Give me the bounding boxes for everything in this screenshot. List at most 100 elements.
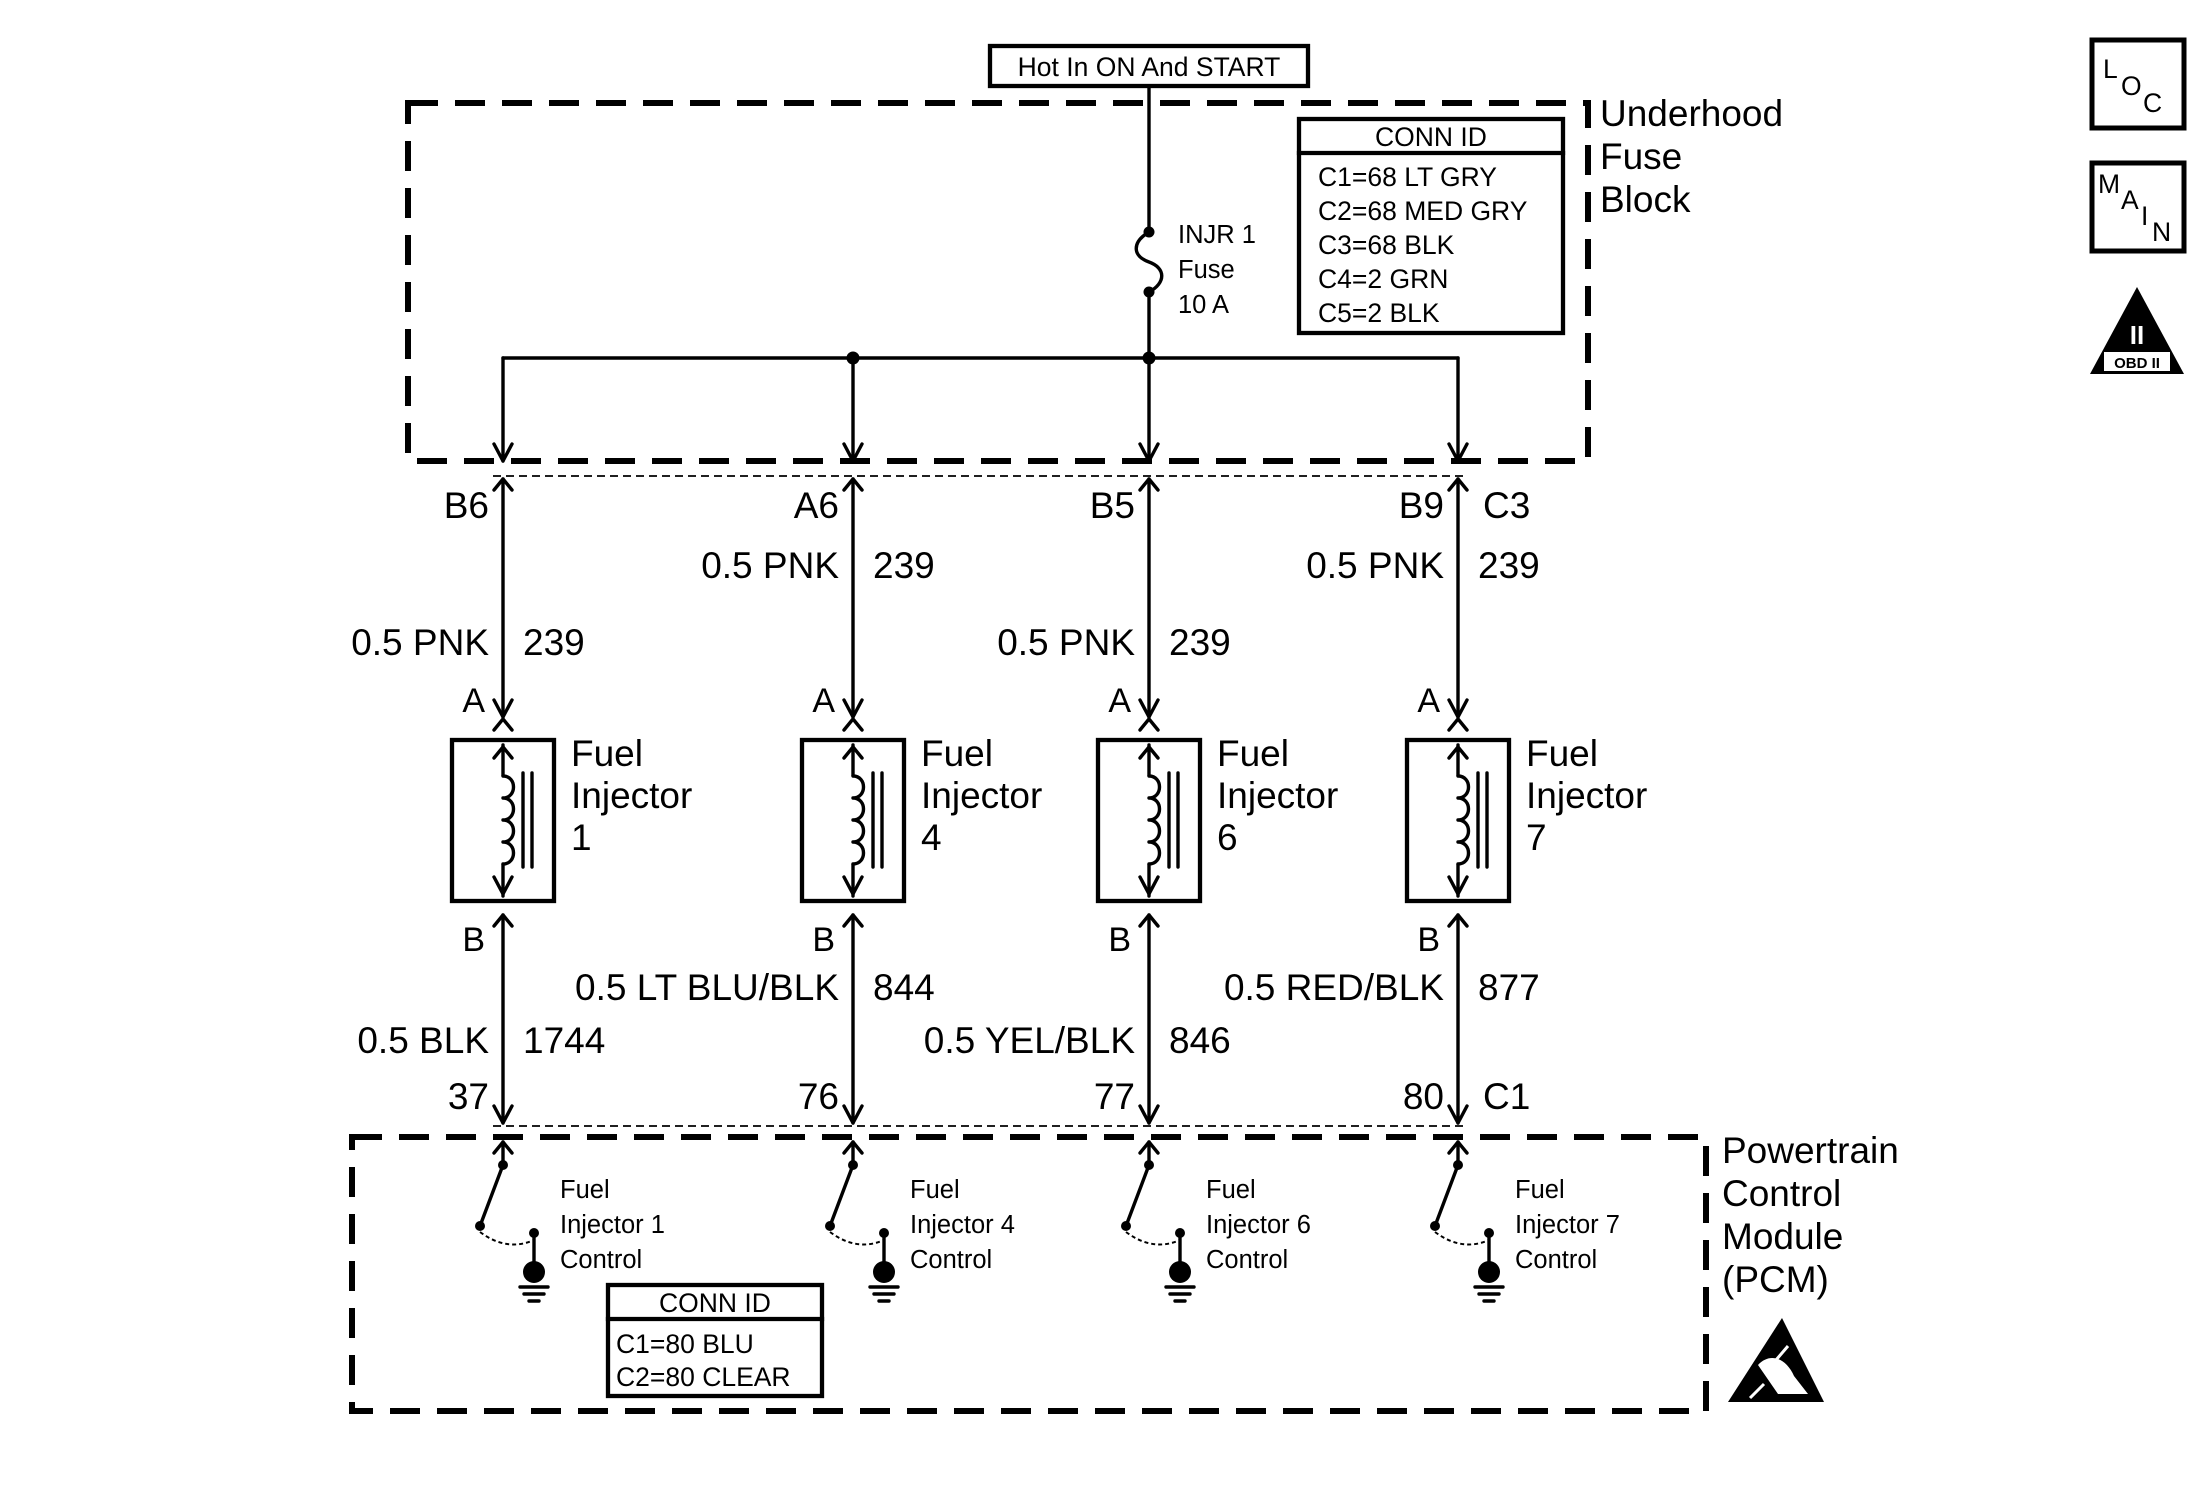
fuse-block-pin-arrow [1447,442,1469,463]
fuse-block-pin-label: B9 [1399,485,1444,526]
main-letter-n: N [2152,217,2171,247]
injector-b-chevron [842,913,864,928]
driver-switch-pivot [498,1160,508,1170]
pcm-pin-chevron [842,1140,864,1155]
pcm-conn-id-line: C2=80 CLEAR [616,1362,791,1392]
circuit-number-label: 844 [873,967,935,1008]
pcm-conn-id-line: C1=80 BLU [616,1329,754,1359]
pcm-pin-arrow [1447,1104,1469,1125]
pcm-pin-arrow [1138,1104,1160,1125]
fuse-block-pin-label: B6 [444,485,489,526]
fuse-block-name-line-3: Block [1600,179,1691,220]
driver-control-label-line: Injector 6 [1206,1211,1311,1239]
pcm-pin-label: 80 [1403,1076,1444,1117]
fuse-block-pin-label: B5 [1090,485,1135,526]
circuit-number-label: 239 [1169,622,1231,663]
injector-b-chevron [1447,913,1469,928]
driver-control-label-line: Fuel [1515,1176,1565,1204]
injector-coil [501,774,516,866]
driver-switch-contact [475,1221,485,1231]
injector-coil [1456,774,1471,866]
driver-switch-link [1434,1231,1490,1246]
fuse-block-name-line-1: Underhood [1600,93,1783,134]
underhood-fuse-block-boundary [405,100,1591,464]
obd-numeral: II [2130,320,2144,350]
fuse-block-pin-arrow [1138,442,1160,463]
pcm-pin-chevron [492,1140,514,1155]
loc-icon[interactable]: L O C [2089,37,2187,131]
injector-name-line: 4 [921,817,942,858]
driver-switch-blade [1124,1163,1151,1228]
fuse-block-pin-label: A6 [794,485,839,526]
main-icon[interactable]: M A I N [2089,160,2187,254]
injector-internal-chevron [1447,745,1469,760]
fuse-block-conn-id-line: C2=68 MED GRY [1318,196,1528,226]
driver-switch-link [829,1231,885,1246]
pcm-name-line-1: Powertrain [1722,1130,1899,1171]
injector-name-line: 6 [1217,817,1238,858]
ground-node [1169,1261,1191,1283]
injector-name-line: Fuel [1526,733,1598,774]
esd-warning-icon [1728,1318,1824,1402]
injector-terminal-b-label: B [812,921,835,959]
driver-control-label-line: Injector 7 [1515,1211,1620,1239]
injector-coil [1147,774,1162,866]
driver-control-label-line: Fuel [1206,1176,1256,1204]
injector-terminal-a-label: A [462,682,485,720]
injector-internal-chevron [1138,745,1160,760]
fuse-label-line-2: Fuse [1178,256,1235,284]
fuse-output-bus [501,351,1460,365]
injector-a-arrow [842,698,864,719]
driver-switch-pivot [1144,1160,1154,1170]
injector-a-arrow [492,698,514,719]
fuse-block-conn-id: CONN ID C1=68 LT GRY C2=68 MED GRY C3=68… [1296,116,1566,336]
fuse-block-pin-chevron [1447,477,1469,492]
driver-control-label-line: Control [1515,1246,1597,1274]
pcm-pin-arrow [842,1104,864,1125]
main-letter-m: M [2098,169,2120,199]
fuse-block-conn-id-title: CONN ID [1375,122,1487,152]
injector-internal-chevron [492,745,514,760]
pcm-conn-id: CONN ID C1=80 BLU C2=80 CLEAR [605,1282,825,1399]
loc-letter-c: C [2143,88,2162,118]
pcm-pin-chevron [1447,1140,1469,1155]
wire-color-label: 0.5 PNK [701,545,839,586]
injector-b-chevron [1138,913,1160,928]
driver-switch-contact [825,1221,835,1231]
wire-color-label: 0.5 PNK [1306,545,1444,586]
obd-ii-icon[interactable]: II OBD II [2090,287,2184,374]
fuse-block-pin-chevron [1138,477,1160,492]
main-letter-a: A [2121,185,2139,215]
pcm-name-line-4: (PCM) [1722,1259,1829,1300]
circuit-number-label: 877 [1478,967,1540,1008]
wire-color-label: 0.5 PNK [997,622,1135,663]
fuse-block-pin-arrow [842,442,864,463]
driver-switch-blade [828,1163,855,1228]
injector-name-line: 1 [571,817,592,858]
fuse-block-connector-c3: C3 [1483,485,1530,526]
driver-switch-contact [1430,1221,1440,1231]
injector-name-line: Injector [921,775,1042,816]
pcm-pin-chevron [1138,1140,1160,1155]
driver-switch-pivot [848,1160,858,1170]
fuse-block-name-line-2: Fuse [1600,136,1682,177]
driver-control-label-line: Control [1206,1246,1288,1274]
driver-switch-pivot [1453,1160,1463,1170]
circuit-number-label: 239 [523,622,585,663]
fuse-label-line-3: 10 A [1178,291,1229,319]
circuit-number-label: 239 [1478,545,1540,586]
injector-coil [851,774,866,866]
pcm-name-line-3: Module [1722,1216,1843,1257]
driver-switch-contact [1121,1221,1131,1231]
injector-name-line: Injector [571,775,692,816]
injector-a-arrow [1138,698,1160,719]
injr1-fuse: INJR 1 Fuse 10 A [1134,84,1256,360]
pcm-pin-label: 76 [798,1076,839,1117]
driver-switch-blade [1433,1163,1460,1228]
injector-terminal-b-label: B [1417,921,1440,959]
wire-color-label: 0.5 RED/BLK [1224,967,1444,1008]
ground-node [873,1261,895,1283]
driver-control-label-line: Fuel [560,1176,610,1204]
circuit-number-label: 1744 [523,1020,605,1061]
